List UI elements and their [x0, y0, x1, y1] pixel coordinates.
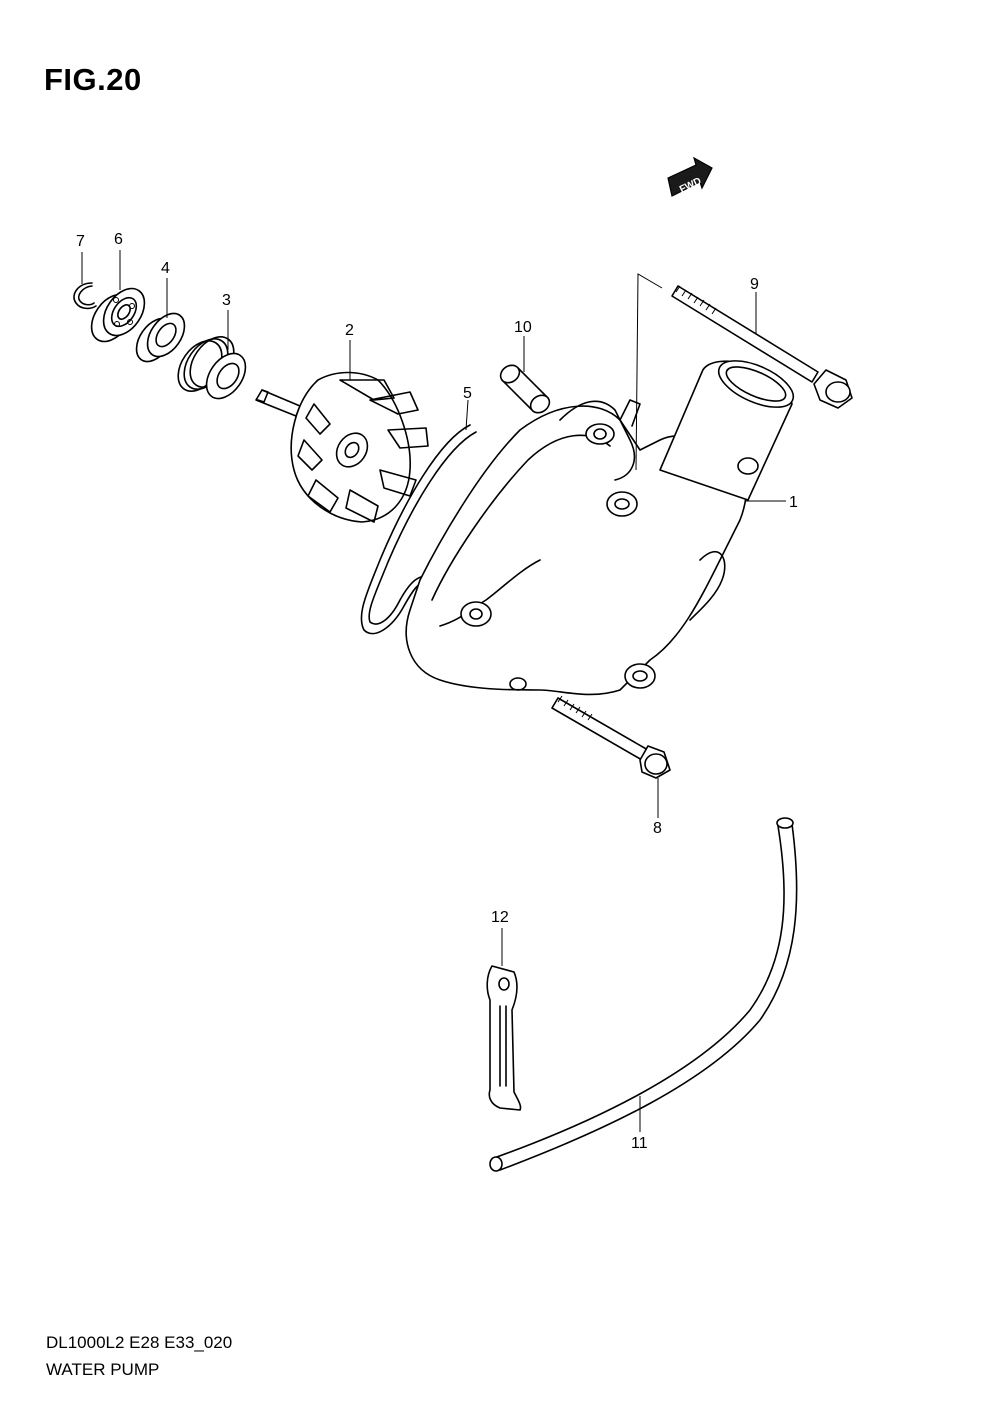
callout-3: 3: [222, 292, 231, 309]
diagram-name: WATER PUMP: [46, 1360, 160, 1379]
callout-7: 7: [76, 233, 85, 250]
callout-10: 10: [514, 319, 532, 336]
oil-seal-part: [135, 312, 186, 363]
fwd-arrow-icon: FWD: [667, 156, 713, 197]
callout-12: 12: [491, 909, 509, 926]
dowel-pin-part: [499, 364, 551, 414]
hose-part: [489, 817, 798, 1172]
mechanical-seal-part: [177, 336, 247, 400]
bearing-part: [90, 287, 146, 343]
callout-9: 9: [750, 276, 759, 293]
callout-5: 5: [463, 385, 472, 402]
short-bolt-part: [551, 695, 671, 779]
leader-lines: [81, 250, 786, 1132]
impeller-part: [255, 371, 429, 523]
callout-11: 11: [631, 1135, 648, 1152]
circlip-part: [73, 282, 97, 310]
callout-6: 6: [114, 231, 123, 248]
callout-4: 4: [161, 260, 170, 277]
figure-title: FIG.20: [44, 62, 142, 97]
callout-8: 8: [653, 820, 662, 837]
clamp-part: [486, 965, 522, 1111]
long-bolt-part: [671, 285, 853, 409]
pump-case-part: [405, 360, 795, 696]
callout-2: 2: [345, 322, 354, 339]
diagram-code: DL1000L2 E28 E33_020: [46, 1333, 233, 1352]
callout-1: 1: [789, 494, 798, 511]
